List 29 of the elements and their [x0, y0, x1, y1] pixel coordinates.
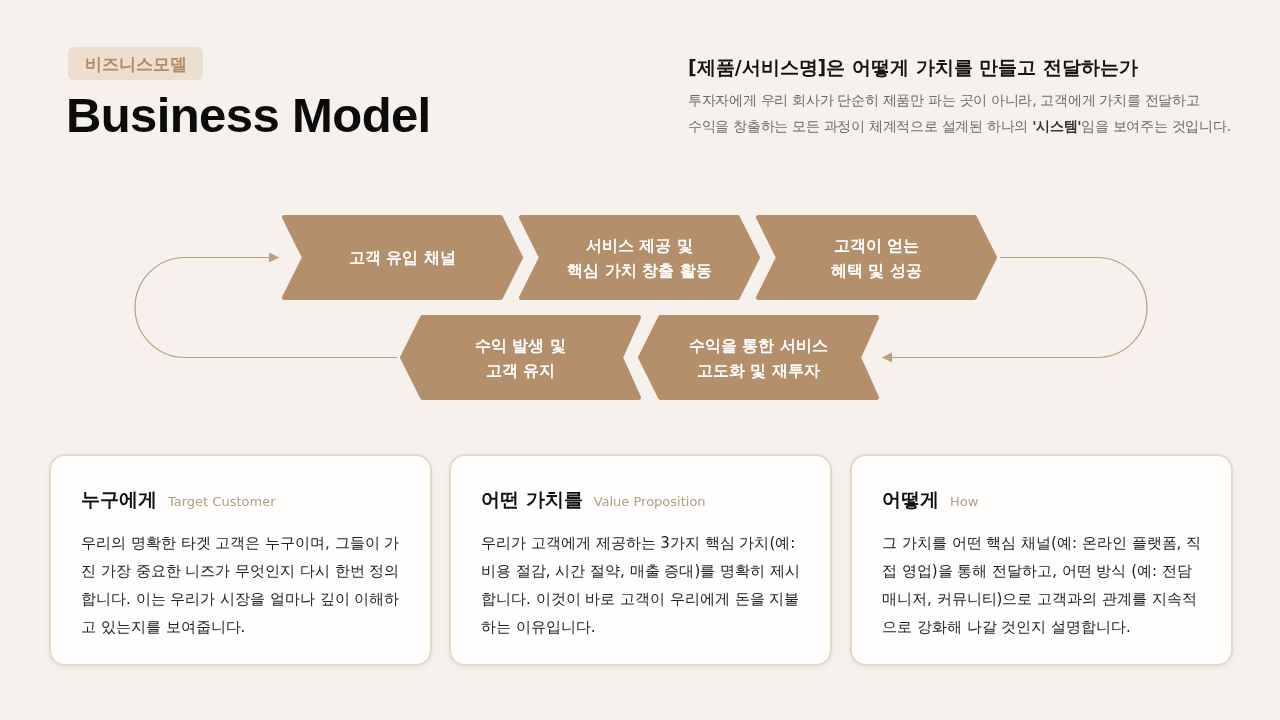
section-heading: [제품/서비스명]은 어떻게 가치를 만들고 전달하는가 — [688, 55, 1139, 80]
chevron-step — [756, 215, 997, 300]
intro-paragraph: 투자자에게 우리 회사가 단순히 제품만 파는 곳이 아니라, 고객에게 가치를 전달하고 수익을 창출하는 모든 과정이 체계적으로 설계된 하나의 '시스템'임을 보여주는 것입니다. — [688, 91, 1232, 136]
card-description: 우리가 고객에게 제공하는 3가지 핵심 가치(예: 비용 절감, 시간 절약, 매출 증대)를 명확히 제시합니다. 이것이 바로 고객이 우리에게 돈을 지불하는 이유입니다. — [481, 533, 801, 638]
card-heading: 누구에게 — [81, 487, 157, 512]
tag-text: 비즈니스모델 — [84, 52, 187, 75]
card-subtitle: Value Proposition — [593, 493, 706, 511]
card-description: 그 가치를 어떤 핵심 채널(예: 온라인 플랫폼, 직접 영업)을 통해 전달하고, 어떤 방식 (예: 전담 매니저, 커뮤니티)으로 고객과의 관계를 지속적으로 강화해 나갈 것인지 설명합니다. — [882, 533, 1203, 638]
card-subtitle: How — [950, 493, 979, 511]
step-label: 고객이 얻는 혜택 및 성공 — [830, 234, 923, 282]
card-description: 우리의 명확한 타겟 고객은 누구이며, 그들이 가진 가장 중요한 니즈가 무엇인지 다시 한번 정의합니다. 이는 우리가 시장을 얼마나 깊이 이해하고 있는지를 보여줍니다. — [81, 533, 401, 638]
chevron-step — [400, 315, 641, 400]
info-card — [49, 454, 432, 666]
card-subtitle: Target Customer — [168, 493, 276, 511]
chevron-step — [638, 315, 879, 400]
page-title: Business Model — [66, 90, 431, 140]
card-heading: 어떻게 — [882, 487, 939, 512]
curved-arrow — [134, 252, 398, 359]
step-label: 서비스 제공 및 핵심 가치 창출 활동 — [567, 234, 712, 282]
chevron-step — [282, 215, 523, 300]
step-label: 수익을 통한 서비스 고도화 및 재투자 — [688, 334, 829, 382]
card-heading: 어떤 가치를 — [481, 487, 583, 512]
info-card — [449, 454, 832, 666]
step-label: 수익 발생 및 고객 유지 — [474, 334, 567, 382]
chevron-step — [519, 215, 760, 300]
step-label: 고객 유입 채널 — [348, 247, 457, 269]
category-tag — [68, 47, 203, 80]
info-card — [850, 454, 1233, 666]
curved-arrow — [881, 256, 1148, 363]
